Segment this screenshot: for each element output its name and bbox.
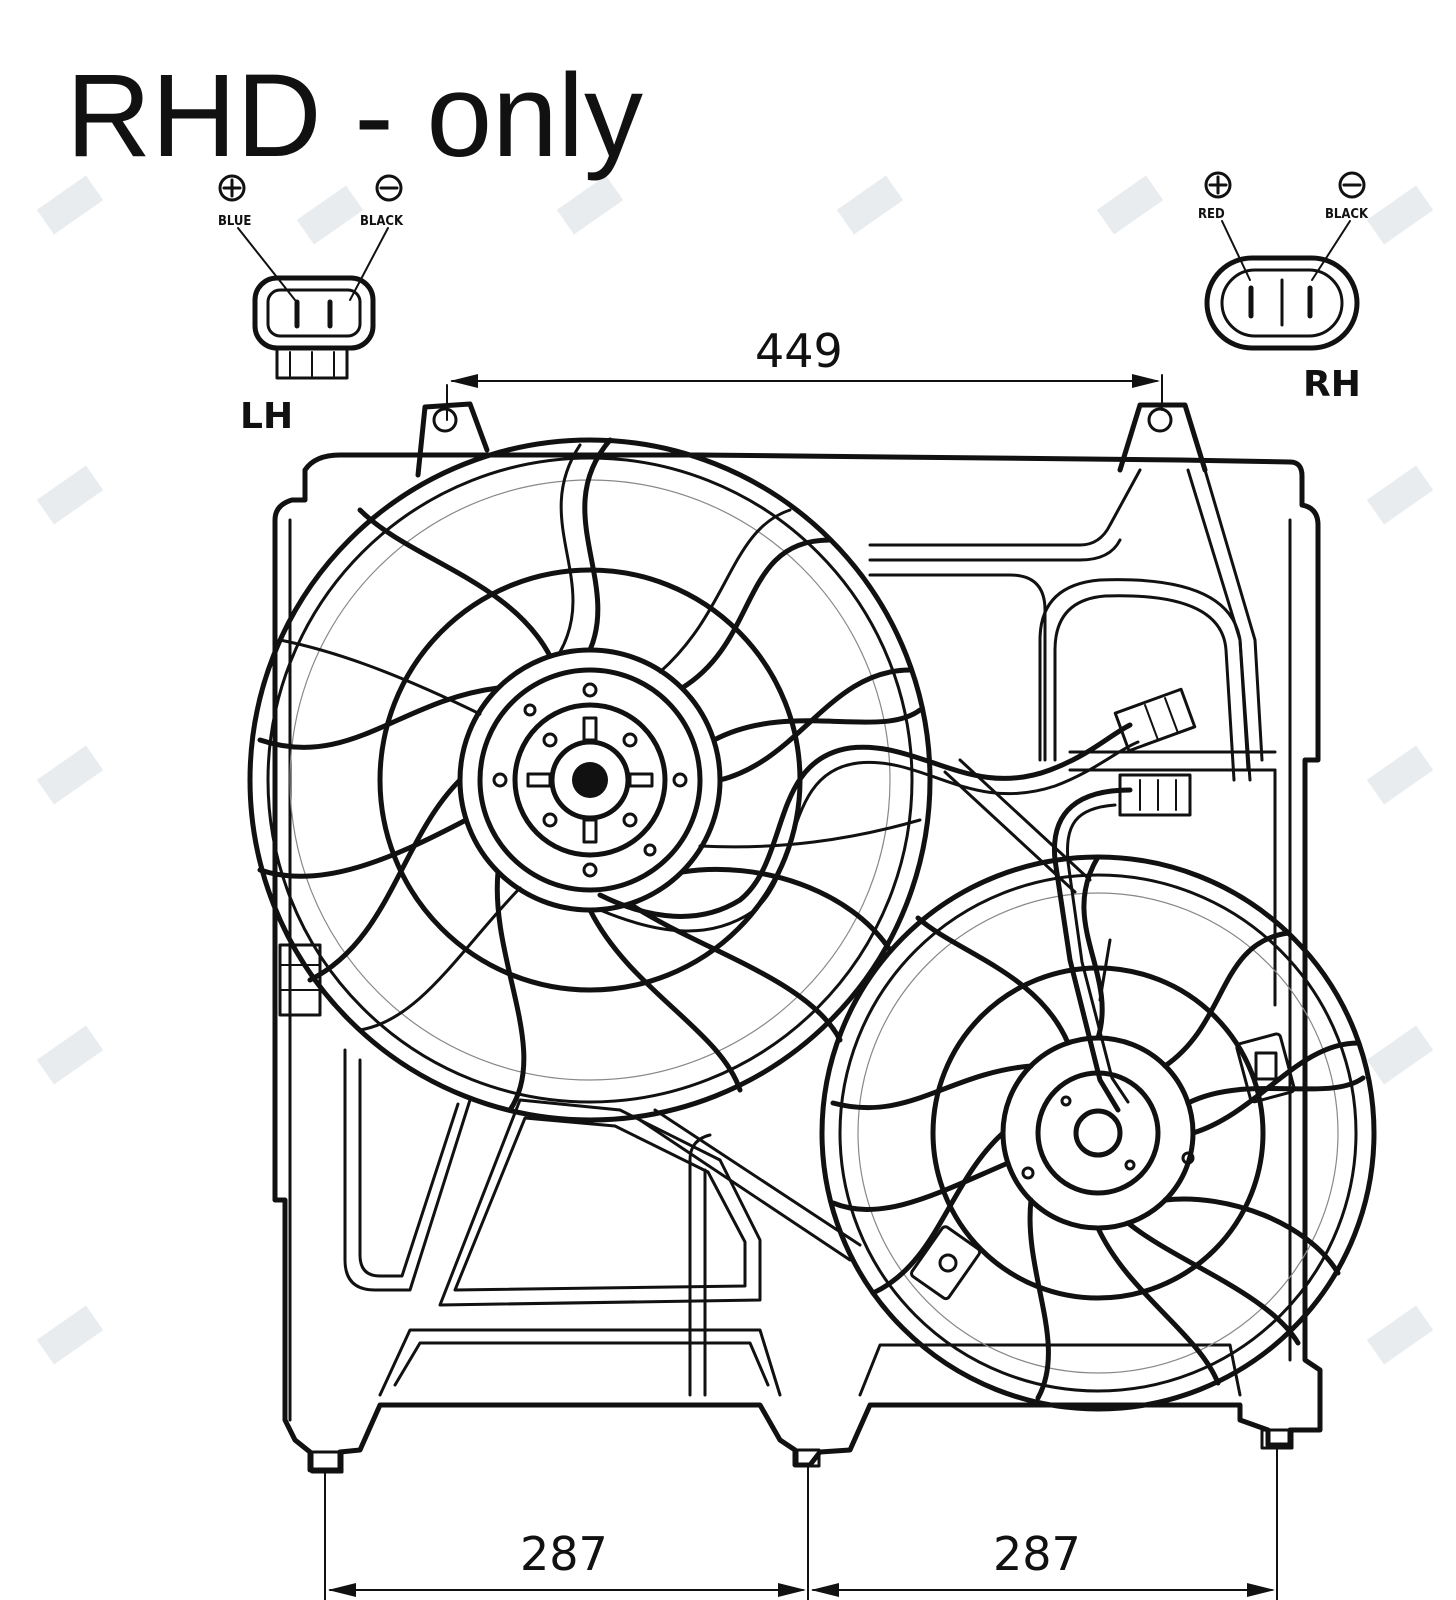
- shroud-frame: [272, 401, 1323, 1474]
- dimension-top-value: 449: [755, 324, 843, 378]
- dimension-top: 449: [446, 324, 1163, 421]
- rh-wire-2-label: BLACK: [1325, 207, 1369, 222]
- rh-connector: RED BLACK RH: [1198, 171, 1369, 405]
- right-fan: [819, 854, 1377, 1412]
- negative-terminal-icon: [375, 174, 403, 202]
- wiring-harness: [597, 687, 1197, 1113]
- positive-terminal-icon: [218, 174, 246, 202]
- watermark: [36, 175, 1434, 1365]
- dimension-bottom: 287 287: [324, 1447, 1278, 1600]
- diagram-title: RHD - only: [66, 50, 643, 182]
- dimension-bottom-right-value: 287: [993, 1527, 1081, 1581]
- left-fan: [247, 437, 933, 1123]
- positive-terminal-icon: [1204, 171, 1232, 199]
- lh-label: LH: [240, 396, 293, 437]
- rh-wire-1-label: RED: [1198, 207, 1225, 222]
- lh-wire-1-label: BLUE: [218, 214, 251, 229]
- dimension-bottom-left-value: 287: [520, 1527, 608, 1581]
- rh-label: RH: [1303, 364, 1361, 405]
- negative-terminal-icon: [1338, 171, 1366, 199]
- lh-wire-2-label: BLACK: [360, 214, 404, 229]
- lh-connector: BLUE BLACK LH: [218, 174, 404, 437]
